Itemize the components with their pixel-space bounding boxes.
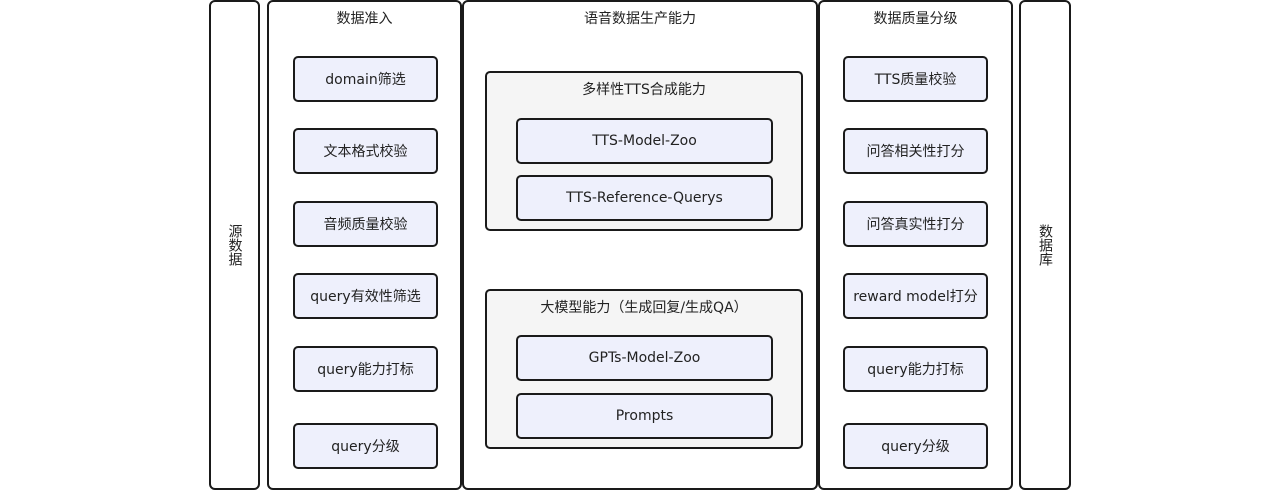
gpts-model-zoo-box: GPTs-Model-Zoo <box>516 335 773 381</box>
grading-item-qa-truthfulness-score: 问答真实性打分 <box>843 201 988 247</box>
prompts-box: Prompts <box>516 393 773 439</box>
tts-model-zoo-box: TTS-Model-Zoo <box>516 118 773 164</box>
grading-item-tts-quality-check: TTS质量校验 <box>843 56 988 102</box>
admission-item-query-ability-tagging: query能力打标 <box>293 346 438 392</box>
grading-item-qa-relevance-score: 问答相关性打分 <box>843 128 988 174</box>
admission-item-domain-filter: domain筛选 <box>293 56 438 102</box>
admission-item-query-validity-filter: query有效性筛选 <box>293 273 438 319</box>
data-quality-grading-title: 数据质量分级 <box>873 11 958 27</box>
database-label: 数据库 <box>1037 224 1053 266</box>
llm-ability-title: 大模型能力（生成回复/生成QA） <box>540 300 748 316</box>
grading-item-query-grading: query分级 <box>843 423 988 469</box>
data-admission-panel: 数据准入 domain筛选 文本格式校验 音频质量校验 query有效性筛选 q… <box>267 0 462 490</box>
llm-ability-group: 大模型能力（生成回复/生成QA） GPTs-Model-Zoo Prompts <box>485 289 803 449</box>
tts-synthesis-title: 多样性TTS合成能力 <box>582 82 706 98</box>
data-admission-title: 数据准入 <box>336 11 393 27</box>
source-data-label: 源数据 <box>226 224 243 266</box>
tts-synthesis-group: 多样性TTS合成能力 TTS-Model-Zoo TTS-Reference-Q… <box>485 71 803 231</box>
admission-item-audio-quality-check: 音频质量校验 <box>293 201 438 247</box>
database-panel: 数据库 <box>1019 0 1071 490</box>
source-data-panel: 源数据 <box>209 0 260 490</box>
grading-item-query-ability-tagging: query能力打标 <box>843 346 988 392</box>
data-quality-grading-panel: 数据质量分级 TTS质量校验 问答相关性打分 问答真实性打分 reward mo… <box>818 0 1013 490</box>
speech-production-panel: 语音数据生产能力 多样性TTS合成能力 TTS-Model-Zoo TTS-Re… <box>462 0 818 490</box>
grading-item-reward-model-score: reward model打分 <box>843 273 988 319</box>
tts-reference-querys-box: TTS-Reference-Querys <box>516 175 773 221</box>
speech-production-title: 语音数据生产能力 <box>584 11 696 27</box>
admission-item-text-format-check: 文本格式校验 <box>293 128 438 174</box>
admission-item-query-grading: query分级 <box>293 423 438 469</box>
